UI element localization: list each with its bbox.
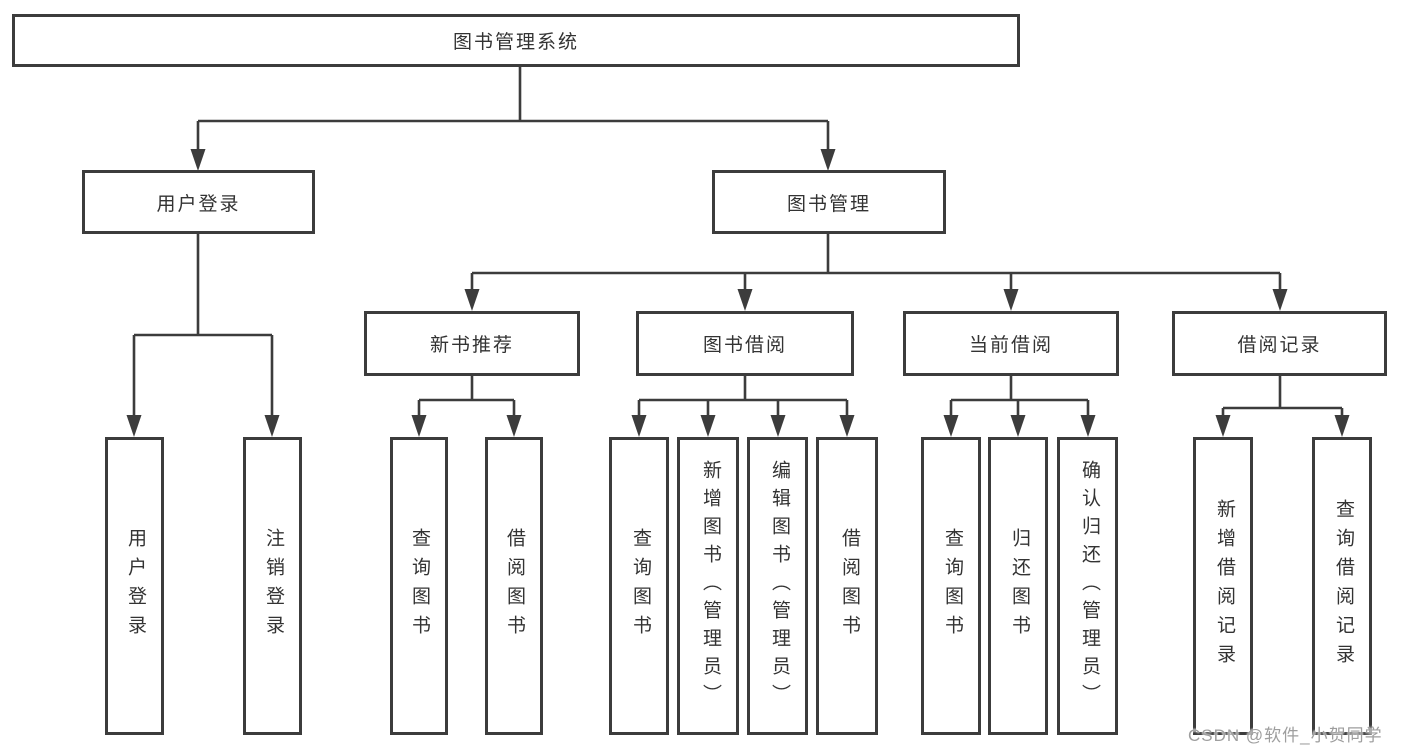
node-user-login: 用户登录: [82, 170, 315, 234]
node-borrowing-records: 借阅记录: [1172, 311, 1387, 376]
csdn-watermark: CSDN @软件_小贺同学: [1188, 726, 1383, 745]
node-logout: 注销登录: [243, 437, 302, 735]
node-book-management: 图书管理: [712, 170, 946, 234]
node-return-books: 归还图书: [988, 437, 1048, 735]
node-current-borrowing: 当前借阅: [903, 311, 1119, 376]
node-query-books-recommend: 查询图书: [390, 437, 448, 735]
node-query-borrow-record: 查询借阅记录: [1312, 437, 1372, 735]
node-new-book-recommend: 新书推荐: [364, 311, 580, 376]
node-add-books-admin: 新增图书（管理员）: [677, 437, 739, 735]
node-book-borrowing: 图书借阅: [636, 311, 854, 376]
node-edit-books-admin: 编辑图书（管理员）: [747, 437, 808, 735]
node-borrow-books-recommend: 借阅图书: [485, 437, 543, 735]
node-login: 用户登录: [105, 437, 164, 735]
arrowheads: [126, 149, 1350, 437]
node-add-borrow-record: 新增借阅记录: [1193, 437, 1253, 735]
node-borrow-books-borrowing: 借阅图书: [816, 437, 878, 735]
node-root: 图书管理系统: [12, 14, 1020, 67]
node-query-books-borrowing: 查询图书: [609, 437, 669, 735]
node-confirm-return-admin: 确认归还（管理员）: [1057, 437, 1118, 735]
node-query-books-current: 查询图书: [921, 437, 981, 735]
